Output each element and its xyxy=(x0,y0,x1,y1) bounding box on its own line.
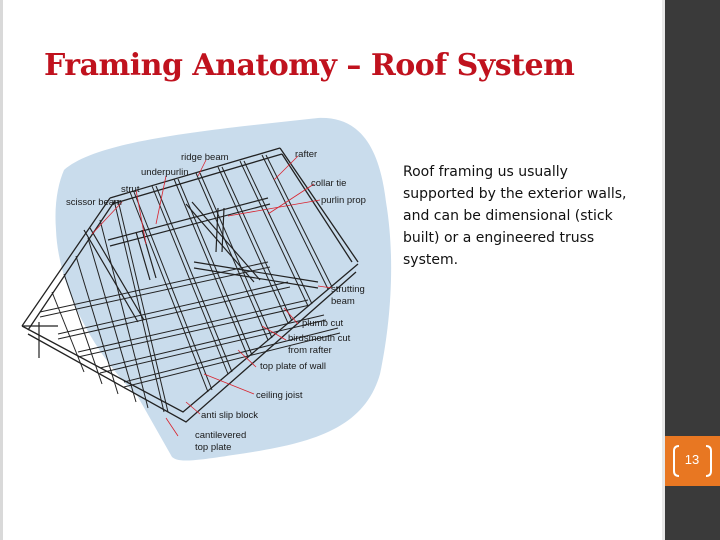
label-top-plate: top plate xyxy=(195,442,231,453)
label-strut: strut xyxy=(121,184,140,195)
label-top-plate-of-wall: top plate of wall xyxy=(260,361,326,372)
strutting-beam xyxy=(193,261,319,289)
slide-title: Framing Anatomy – Roof System xyxy=(44,48,575,83)
label-ceiling-joist: ceiling joist xyxy=(256,390,303,401)
label-purlin-prop: purlin prop xyxy=(321,195,366,206)
roof-framing-diagram: ridge beam underpurlin strut scissor bea… xyxy=(21,117,392,461)
ridge-beam xyxy=(109,147,281,199)
slide-left-rule xyxy=(0,0,3,540)
page-number: 13 xyxy=(684,452,700,467)
label-rafter: rafter xyxy=(295,149,317,160)
ridge-beam-lower xyxy=(111,153,283,205)
purlin-prop xyxy=(215,207,225,253)
right-gable-2 xyxy=(281,153,353,263)
label-strutting: strutting xyxy=(331,284,365,295)
label-from-rafter: from rafter xyxy=(288,345,332,356)
scissor-beam xyxy=(83,227,145,323)
label-cantilevered: cantilevered xyxy=(195,430,246,441)
right-gable xyxy=(279,147,359,263)
label-underpurlin: underpurlin xyxy=(141,167,189,178)
label-scissor-beam: scissor beam xyxy=(66,197,122,208)
underpurlin xyxy=(107,197,271,247)
page-number-brackets-icon xyxy=(673,445,712,477)
left-hip xyxy=(21,197,111,327)
label-strutting-beam: beam xyxy=(331,296,355,307)
left-hip-2 xyxy=(27,201,115,331)
label-plumb-cut: plumb cut xyxy=(302,318,344,329)
label-collar-tie: collar tie xyxy=(311,178,346,189)
body-text: Roof framing us usually supported by the… xyxy=(403,164,627,268)
strut xyxy=(135,229,157,281)
collar-tie xyxy=(185,201,261,283)
label-ridge-beam: ridge beam xyxy=(181,152,229,163)
sidebar-edge xyxy=(662,0,665,540)
label-anti-slip-block: anti slip block xyxy=(201,410,258,421)
wall-plate-front xyxy=(21,263,359,413)
label-birdsmouth-cut: birdsmouth cut xyxy=(288,333,351,344)
